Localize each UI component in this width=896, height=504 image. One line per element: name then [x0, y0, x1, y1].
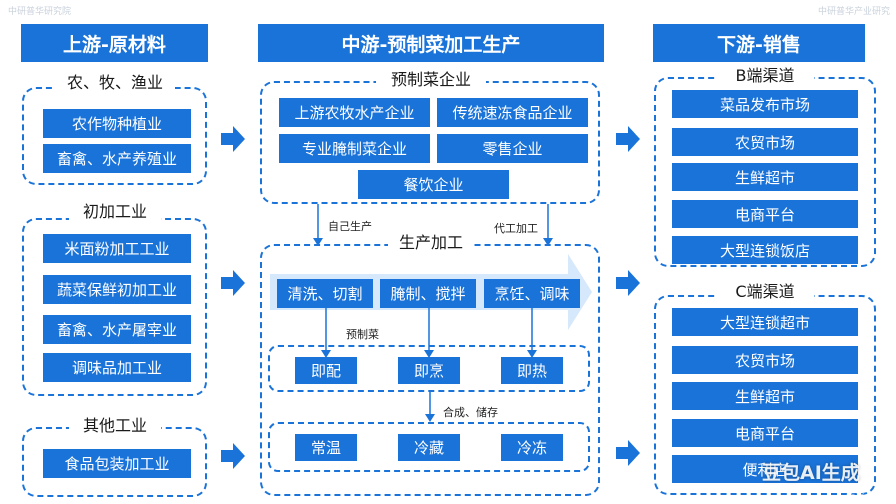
- header-downstream: 下游-销售: [653, 24, 865, 62]
- connector-label: 自己生产: [328, 220, 372, 233]
- b-channel-item: 菜品发布市场: [672, 90, 858, 118]
- watermark-top-left: 中研普华研究院: [8, 7, 72, 17]
- upstream-item: 农作物种植业: [43, 109, 191, 138]
- flow-arrow-icon: [221, 270, 245, 296]
- upstream-item: 畜禽、水产屠宰业: [43, 315, 191, 344]
- flow-arrow-icon: [616, 440, 640, 466]
- b-channel-item: 生鲜超市: [672, 163, 858, 191]
- flow-arrow-icon: [616, 270, 640, 296]
- c-channel-title: C端渠道: [716, 282, 814, 302]
- enterprise-item: 上游农牧水产企业: [279, 98, 430, 127]
- storage-type: 冷藏: [398, 434, 460, 461]
- enterprise-item: 专业腌制菜企业: [279, 134, 430, 163]
- storage-type: 冷冻: [501, 434, 563, 461]
- upstream-item: 食品包装加工业: [43, 449, 191, 478]
- connector-arrow: [424, 308, 434, 358]
- b-channel-item: 农贸市场: [672, 128, 858, 156]
- enterprise-item: 零售企业: [437, 134, 588, 163]
- connector-arrow: [321, 308, 331, 358]
- c-channel-item: 大型连锁超市: [672, 308, 858, 336]
- connector-self-production: [313, 204, 323, 246]
- ai-watermark-small: 豆包: [846, 487, 865, 497]
- flow-arrow-icon: [616, 126, 640, 152]
- b-channel-title: B端渠道: [716, 66, 814, 86]
- c-channel-item: 生鲜超市: [672, 382, 858, 410]
- b-channel-item: 大型连锁饭店: [672, 236, 858, 264]
- watermark-top-right: 中研普华产业研究: [818, 7, 891, 17]
- upstream-item: 畜禽、水产养殖业: [43, 144, 191, 173]
- connector-label: 代工加工: [494, 222, 538, 235]
- process-step: 清洗、切割: [277, 279, 373, 308]
- midstream-enterprises-title: 预制菜企业: [376, 70, 486, 90]
- product-label: 预制菜: [346, 328, 379, 341]
- upstream-group-title: 农、牧、渔业: [55, 73, 175, 93]
- storage-group: [268, 422, 590, 472]
- b-channel-item: 电商平台: [672, 200, 858, 228]
- process-step: 烹饪、调味: [484, 279, 580, 308]
- product-type: 即配: [295, 357, 357, 384]
- production-title: 生产加工: [388, 233, 474, 253]
- product-types-group: [268, 345, 590, 392]
- enterprise-item: 餐饮企业: [358, 170, 509, 199]
- connector-arrow: [527, 308, 537, 358]
- header-upstream: 上游-原材料: [21, 24, 208, 62]
- upstream-group-title: 初加工业: [69, 202, 161, 222]
- upstream-group-title: 其他工业: [69, 416, 161, 436]
- c-channel-item: 农贸市场: [672, 346, 858, 374]
- product-type: 即烹: [398, 357, 460, 384]
- process-step: 腌制、搅拌: [380, 279, 476, 308]
- connector-arrow: [425, 392, 435, 422]
- connector-oem-processing: [543, 204, 553, 246]
- flow-arrow-icon: [221, 443, 245, 469]
- upstream-item: 米面粉加工工业: [43, 234, 191, 263]
- upstream-item: 调味品加工业: [43, 353, 191, 382]
- c-channel-item: 便利店: [672, 455, 858, 483]
- flow-arrow-icon: [221, 126, 245, 152]
- storage-type: 常温: [295, 434, 357, 461]
- product-type: 即热: [501, 357, 563, 384]
- storage-label: 合成、储存: [443, 406, 498, 419]
- enterprise-item: 传统速冻食品企业: [437, 98, 588, 127]
- c-channel-item: 电商平台: [672, 419, 858, 447]
- header-midstream: 中游-预制菜加工生产: [258, 24, 604, 62]
- upstream-item: 蔬菜保鲜初加工业: [43, 275, 191, 304]
- ai-watermark: 豆包AI生成: [762, 462, 860, 484]
